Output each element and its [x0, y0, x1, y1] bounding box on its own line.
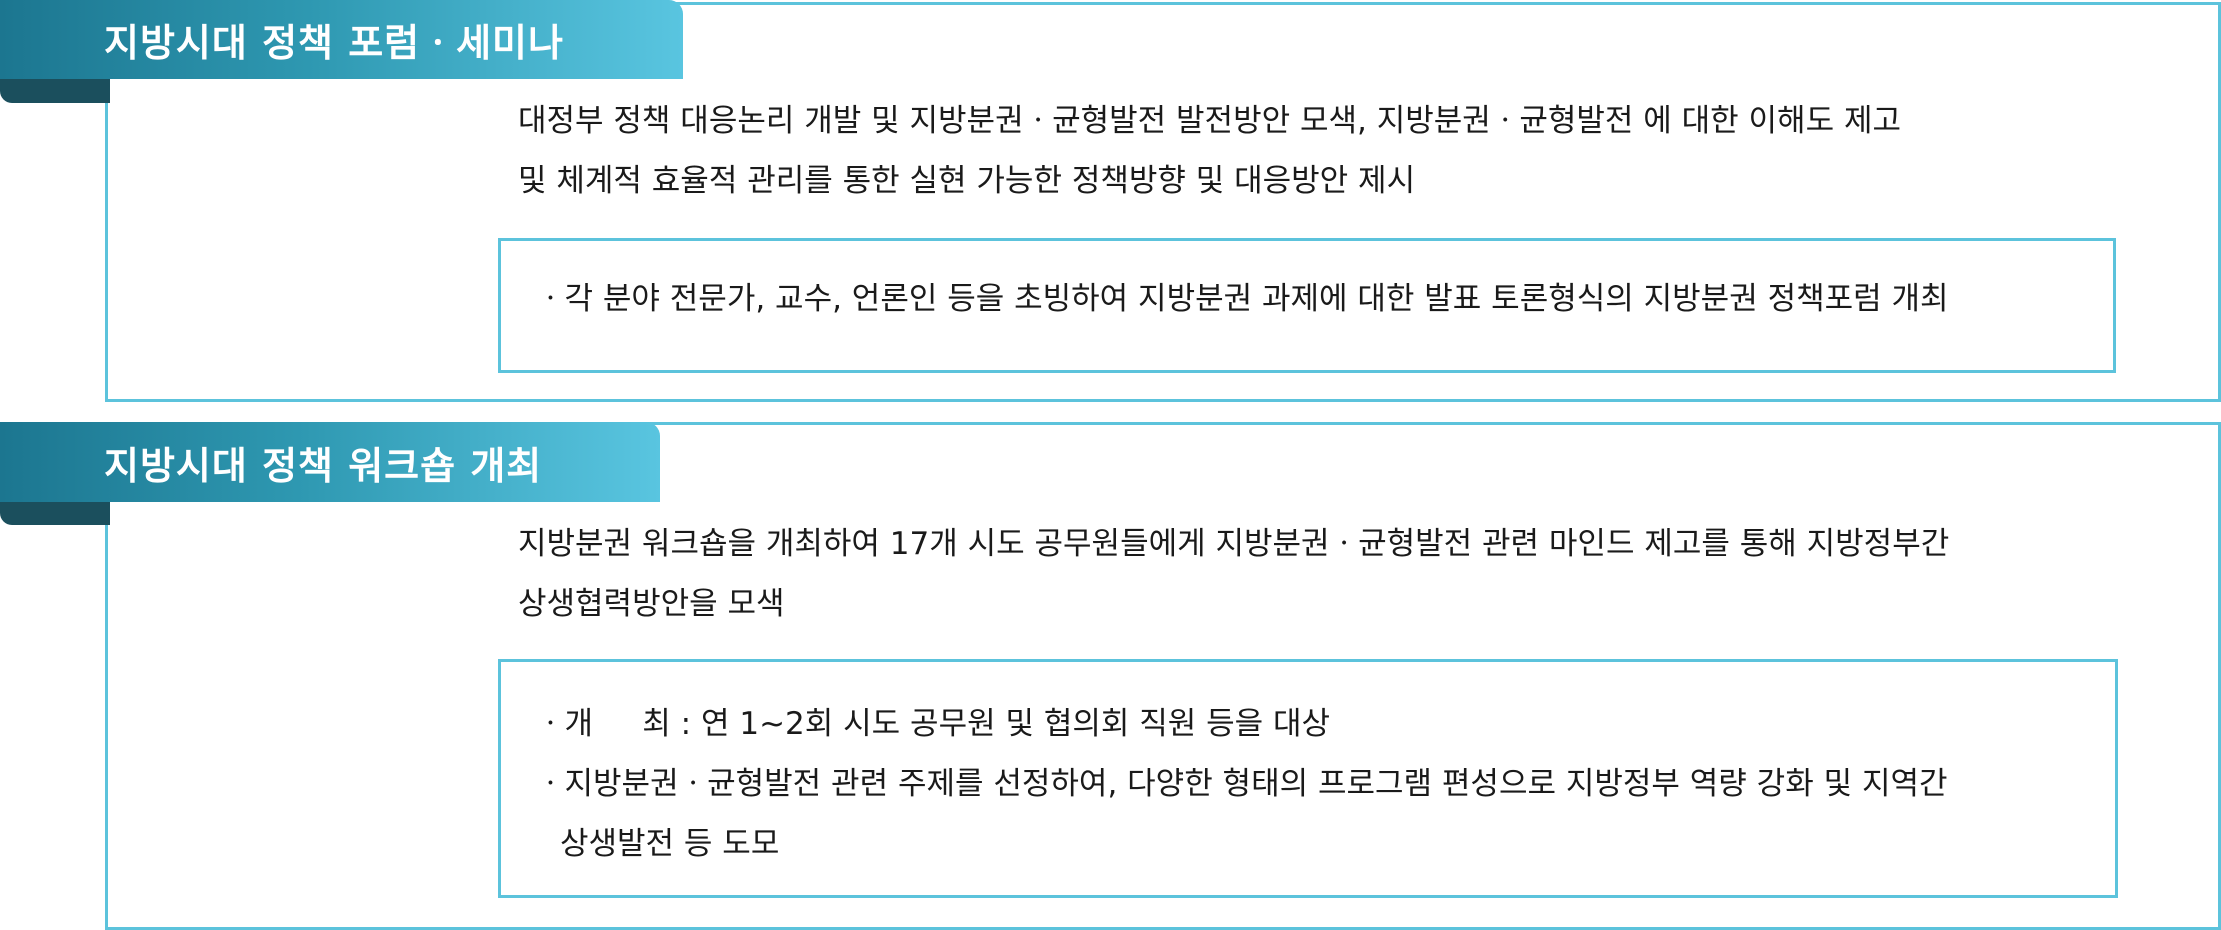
- forum-detail-list: ㆍ각 분야 전문가, 교수, 언론인 등을 초빙하여 지방분권 과제에 대한 발…: [536, 269, 1949, 329]
- forum-title-text: 지방시대 정책 포럼ㆍ세미나: [104, 21, 564, 65]
- workshop-detail-item: ㆍ지방분권ㆍ균형발전 관련 주제를 선정하여, 다양한 형태의 프로그램 편성으…: [536, 766, 1948, 802]
- workshop-detail-item: ㆍ개 최 : 연 1~2회 시도 공무원 및 협의회 직원 등을 대상: [536, 706, 1331, 742]
- workshop-description: 지방분권 워크숍을 개최하여 17개 시도 공무원들에게 지방분권ㆍ균형발전 관…: [518, 514, 1949, 634]
- workshop-section-title: 지방시대 정책 워크숍 개최: [0, 422, 660, 502]
- forum-detail-item: ㆍ각 분야 전문가, 교수, 언론인 등을 초빙하여 지방분권 과제에 대한 발…: [536, 281, 1949, 317]
- forum-detail-box: [498, 238, 2116, 373]
- workshop-detail-item-continued: 상생발전 등 도모: [560, 826, 780, 862]
- forum-section-title: 지방시대 정책 포럼ㆍ세미나: [0, 0, 683, 79]
- forum-description-line: 대정부 정책 대응논리 개발 및 지방분권ㆍ균형발전 발전방안 모색, 지방분권…: [518, 103, 1901, 139]
- workshop-description-line: 상생협력방안을 모색: [518, 586, 785, 622]
- forum-description-line: 및 체계적 효율적 관리를 통한 실현 가능한 정책방향 및 대응방안 제시: [518, 163, 1416, 199]
- workshop-detail-list: ㆍ개 최 : 연 1~2회 시도 공무원 및 협의회 직원 등을 대상 ㆍ지방분…: [536, 694, 1948, 874]
- workshop-title-text: 지방시대 정책 워크숍 개최: [104, 443, 543, 488]
- workshop-description-line: 지방분권 워크숍을 개최하여 17개 시도 공무원들에게 지방분권ㆍ균형발전 관…: [518, 526, 1950, 562]
- workshop-detail-box: [498, 659, 2118, 898]
- forum-description: 대정부 정책 대응논리 개발 및 지방분권ㆍ균형발전 발전방안 모색, 지방분권…: [518, 91, 1901, 211]
